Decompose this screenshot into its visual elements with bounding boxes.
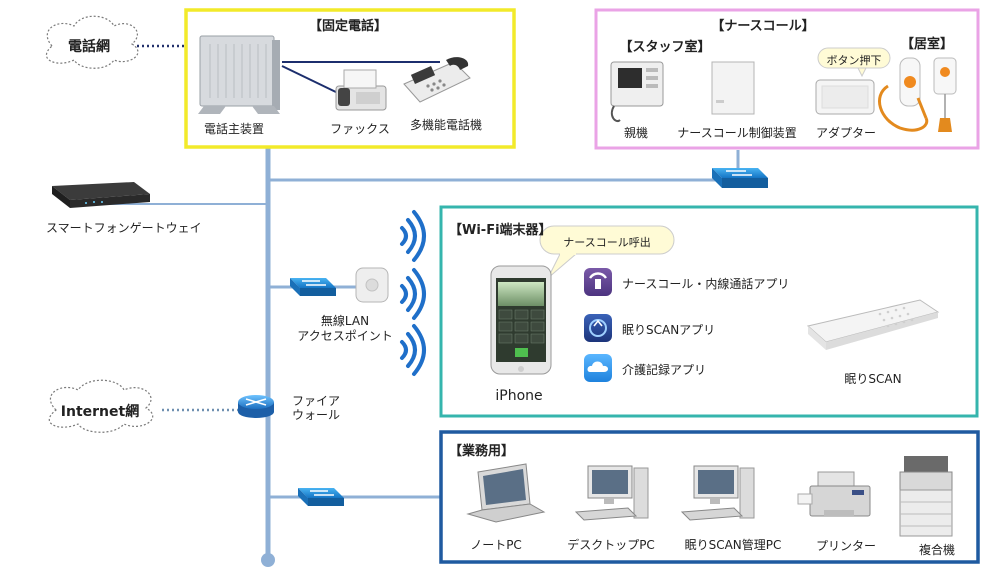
nurse-call-app-icon: [584, 268, 612, 296]
wlan-ap-label-1: 無線LAN: [320, 314, 370, 328]
wifi-devices-title: 【Wi-Fi端末器】: [449, 223, 552, 238]
desktop-label: デスクトップPC: [567, 538, 655, 552]
printer-label: プリンター: [815, 539, 877, 553]
room-call-button-icon: [933, 57, 957, 132]
business-box: [439, 430, 980, 564]
room-title: 【居室】: [900, 37, 954, 52]
nemuri-scan-app-icon: [584, 314, 612, 342]
fixed-phone-box: [184, 8, 516, 149]
nurse-call-bubble-text: ナースコール呼出: [563, 236, 651, 249]
phone-network-cloud: [45, 15, 139, 69]
manager-pc-label: 眠りSCAN管理PC: [684, 538, 782, 552]
notebook-label: ノートPC: [470, 538, 522, 552]
backbone-lines: [95, 44, 740, 567]
network-switch-icon: [712, 168, 768, 188]
printer-icon: [797, 471, 871, 517]
firewall-label-1: ファイア: [292, 394, 341, 408]
nurse-call-controller-icon: [711, 61, 755, 115]
firewall-label-2: ウォール: [292, 408, 341, 422]
app-care-record-label: 介護記録アプリ: [622, 363, 707, 377]
phone-main-unit-icon: [198, 35, 280, 114]
care-record-app-icon: [584, 354, 612, 382]
nurse-call-bubble: [539, 225, 675, 279]
network-switch-icon: [290, 278, 336, 296]
staff-room-title: 【スタッフ室】: [619, 40, 711, 55]
master-label: 親機: [623, 126, 649, 140]
adapter-icon: [815, 79, 875, 115]
smartphone-gateway-icon: [52, 182, 150, 208]
multi-phone-label: 多機能電話機: [409, 118, 483, 132]
notebook-pc-icon: [466, 463, 546, 523]
nurse-call-box: [594, 8, 980, 150]
wlan-ap-label-2: アクセスポイント: [297, 329, 393, 343]
call-button-cord-icon: [878, 57, 929, 132]
button-press-text: ボタン押下: [826, 54, 882, 67]
iphone-icon: [490, 265, 552, 375]
button-press-bubble: [817, 47, 891, 78]
business-title: 【業務用】: [449, 444, 515, 459]
multifunction-printer-icon: [899, 456, 953, 537]
nemuri-scan-label: 眠りSCAN: [844, 372, 902, 386]
adapter-label: アダプター: [815, 126, 877, 140]
mfp-label: 複合機: [918, 543, 956, 557]
smartphone-gateway-label: スマートフォンゲートウェイ: [46, 221, 202, 235]
multi-function-phone-icon: [403, 57, 471, 103]
nemuri-scan-sensor-icon: [806, 299, 940, 350]
desktop-pc-icon: [574, 465, 649, 521]
fixed-phone-title: 【固定電話】: [308, 19, 388, 34]
main-unit-label: 電話主装置: [203, 122, 265, 136]
fax-label: ファックス: [330, 122, 390, 136]
wireless-access-point-icon: [355, 267, 389, 303]
nemuri-scan-manager-pc-icon: [680, 465, 755, 521]
controller-label: ナースコール制御装置: [677, 126, 797, 140]
firewall-icon: [238, 395, 274, 418]
master-intercom-icon: [610, 61, 664, 122]
internet-label: Internet網: [60, 404, 140, 420]
app-nurse-call-label: ナースコール・内線通話アプリ: [622, 277, 790, 291]
nurse-call-title: 【ナースコール】: [711, 19, 815, 34]
app-nemuri-scan-label: 眠りSCANアプリ: [622, 323, 716, 337]
wifi-devices-box: [439, 205, 979, 418]
internet-cloud: [48, 379, 154, 433]
wifi-waves-icon: [400, 210, 426, 376]
network-switch-icon: [298, 488, 344, 506]
iphone-label: iPhone: [495, 388, 543, 404]
phone-network-label: 電話網: [68, 39, 110, 55]
fax-icon: [335, 69, 387, 111]
